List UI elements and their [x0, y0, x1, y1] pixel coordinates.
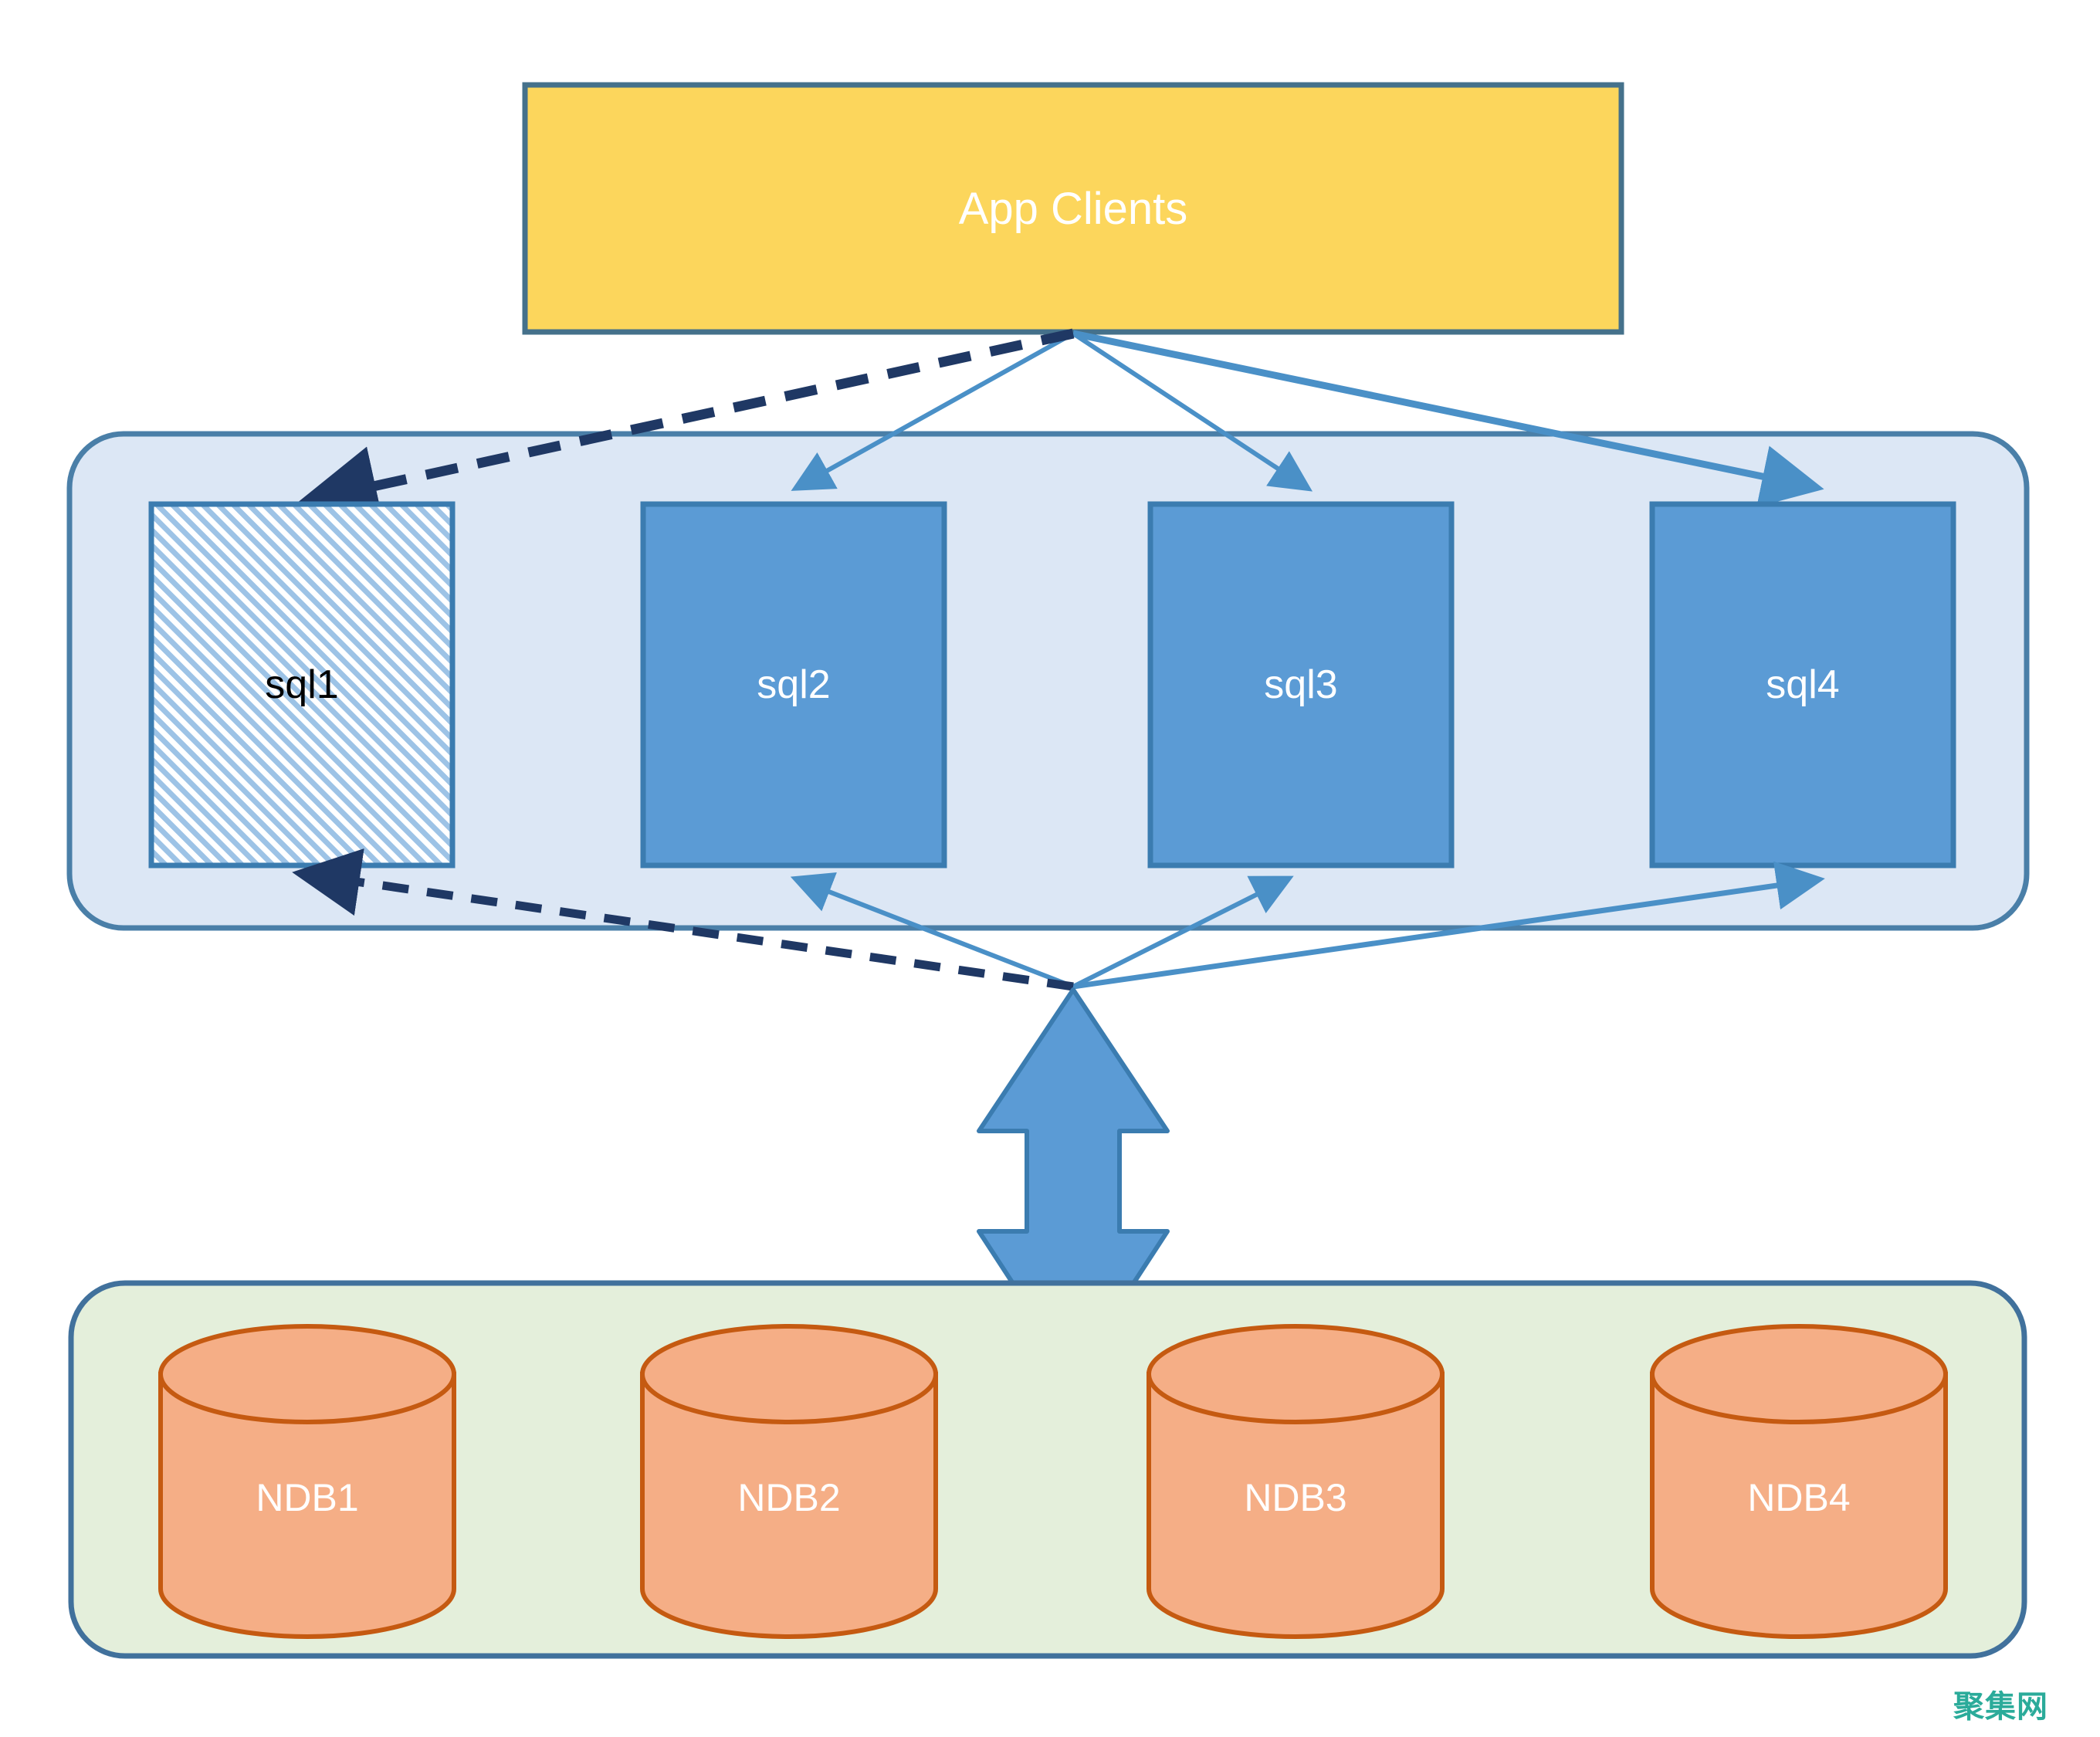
connector-appclients-to-sql2 — [791, 331, 1075, 491]
connector-appclients-to-sql3 — [1072, 331, 1313, 492]
sql-node-sql2[interactable] — [640, 501, 947, 868]
app-clients-box[interactable] — [522, 82, 1624, 335]
connector-ndbhub-to-sql2 — [790, 872, 1075, 989]
ndb-cylinder-ndb3[interactable] — [1147, 1324, 1445, 1639]
sql-layer-container — [66, 431, 2030, 931]
ndb-cylinder-ndb2[interactable] — [640, 1324, 938, 1639]
sql-node-sql1[interactable] — [148, 501, 456, 868]
ndb-cylinder-ndb4[interactable] — [1650, 1324, 1948, 1639]
connector-ndbhub-to-sql4 — [1072, 861, 1825, 990]
connector-ndbhub-to-sql1 — [292, 848, 1074, 991]
site-watermark: 聚集网 — [1953, 1689, 2048, 1725]
sql-node-sql3[interactable] — [1147, 501, 1455, 868]
ndb-cylinder-ndb1[interactable] — [158, 1324, 456, 1639]
ndb-layer-container — [68, 1280, 2027, 1659]
connector-appclients-to-sql1 — [296, 328, 1075, 526]
connector-ndbhub-to-sql3 — [1072, 875, 1294, 989]
connector-appclients-to-sql4 — [1072, 330, 1824, 507]
sql-node-sql4[interactable] — [1649, 501, 1956, 868]
